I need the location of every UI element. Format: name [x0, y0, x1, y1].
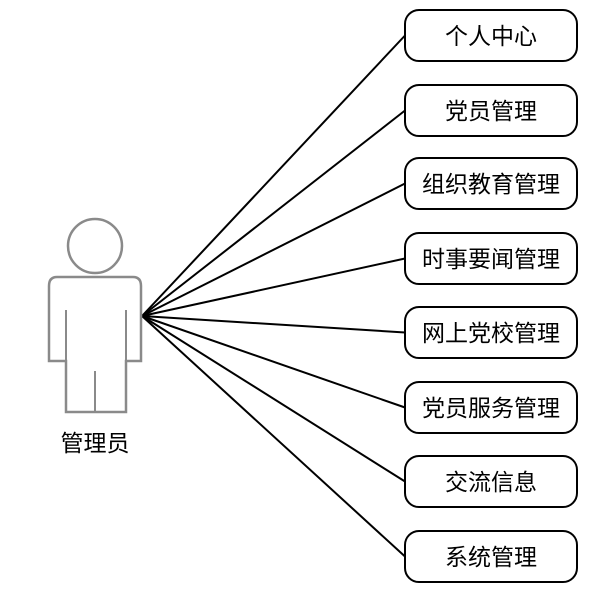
use-case-box	[404, 157, 578, 210]
actor-label: 管理员	[61, 431, 130, 457]
use-case-box	[404, 9, 578, 62]
use-case-box	[404, 306, 578, 359]
connector-line-2	[141, 109, 406, 317]
connector-line-7	[141, 315, 406, 483]
use-case-system-management[interactable]: 系统管理	[404, 530, 578, 583]
use-case-personal-center[interactable]: 个人中心	[404, 9, 578, 62]
actor-body	[47, 275, 143, 414]
use-case-label: 交流信息	[445, 470, 537, 496]
actor-admin: 管理员	[47, 217, 143, 457]
use-case-box	[404, 232, 578, 285]
connectors	[141, 34, 406, 558]
connector-line-8	[141, 315, 406, 558]
use-case-label: 个人中心	[445, 24, 537, 50]
connector-line-5	[141, 315, 406, 334]
use-case-label: 党员管理	[445, 99, 537, 125]
use-case-label: 系统管理	[445, 545, 537, 571]
use-case-news-management[interactable]: 时事要闻管理	[404, 232, 578, 285]
use-case-online-school-management[interactable]: 网上党校管理	[404, 306, 578, 359]
connector-line-4	[141, 257, 406, 317]
connector-line-3	[141, 182, 406, 317]
use-case-member-management[interactable]: 党员管理	[404, 84, 578, 137]
use-case-label: 时事要闻管理	[422, 247, 560, 273]
use-case-box	[404, 84, 578, 137]
actor-head	[66, 217, 124, 275]
use-cases: 个人中心 党员管理 组织教育管理 时事要闻管理 网上党校管理 党员服务管理 交流…	[404, 9, 578, 583]
connector-line-6	[141, 315, 406, 409]
use-case-box	[404, 455, 578, 508]
use-case-label: 组织教育管理	[422, 172, 560, 198]
use-case-label: 党员服务管理	[422, 396, 560, 422]
use-case-label: 网上党校管理	[422, 321, 560, 347]
use-case-box	[404, 530, 578, 583]
use-case-education-management[interactable]: 组织教育管理	[404, 157, 578, 210]
use-case-exchange-info[interactable]: 交流信息	[404, 455, 578, 508]
use-case-member-service-management[interactable]: 党员服务管理	[404, 381, 578, 434]
use-case-box	[404, 381, 578, 434]
connector-line-1	[141, 34, 406, 317]
